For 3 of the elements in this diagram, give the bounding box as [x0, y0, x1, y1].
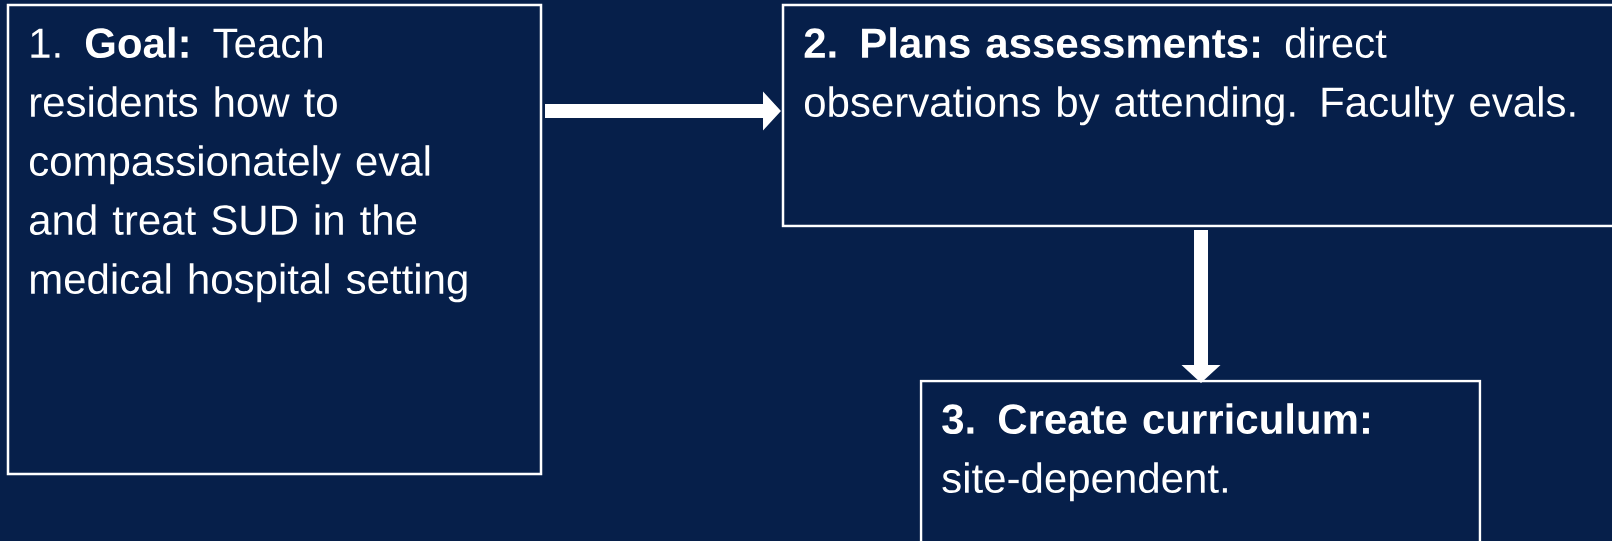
- text-box: 1. Goal: Teach residents how to compassionately eval and treat SUD in the medical hospital setting: [6, 3, 543, 476]
- text-box: 2. Plans assessments: direct observations by attending. Faculty evals.: [781, 3, 1612, 228]
- text-box: 3. Create curriculum: site-dependent.: [919, 379, 1482, 541]
